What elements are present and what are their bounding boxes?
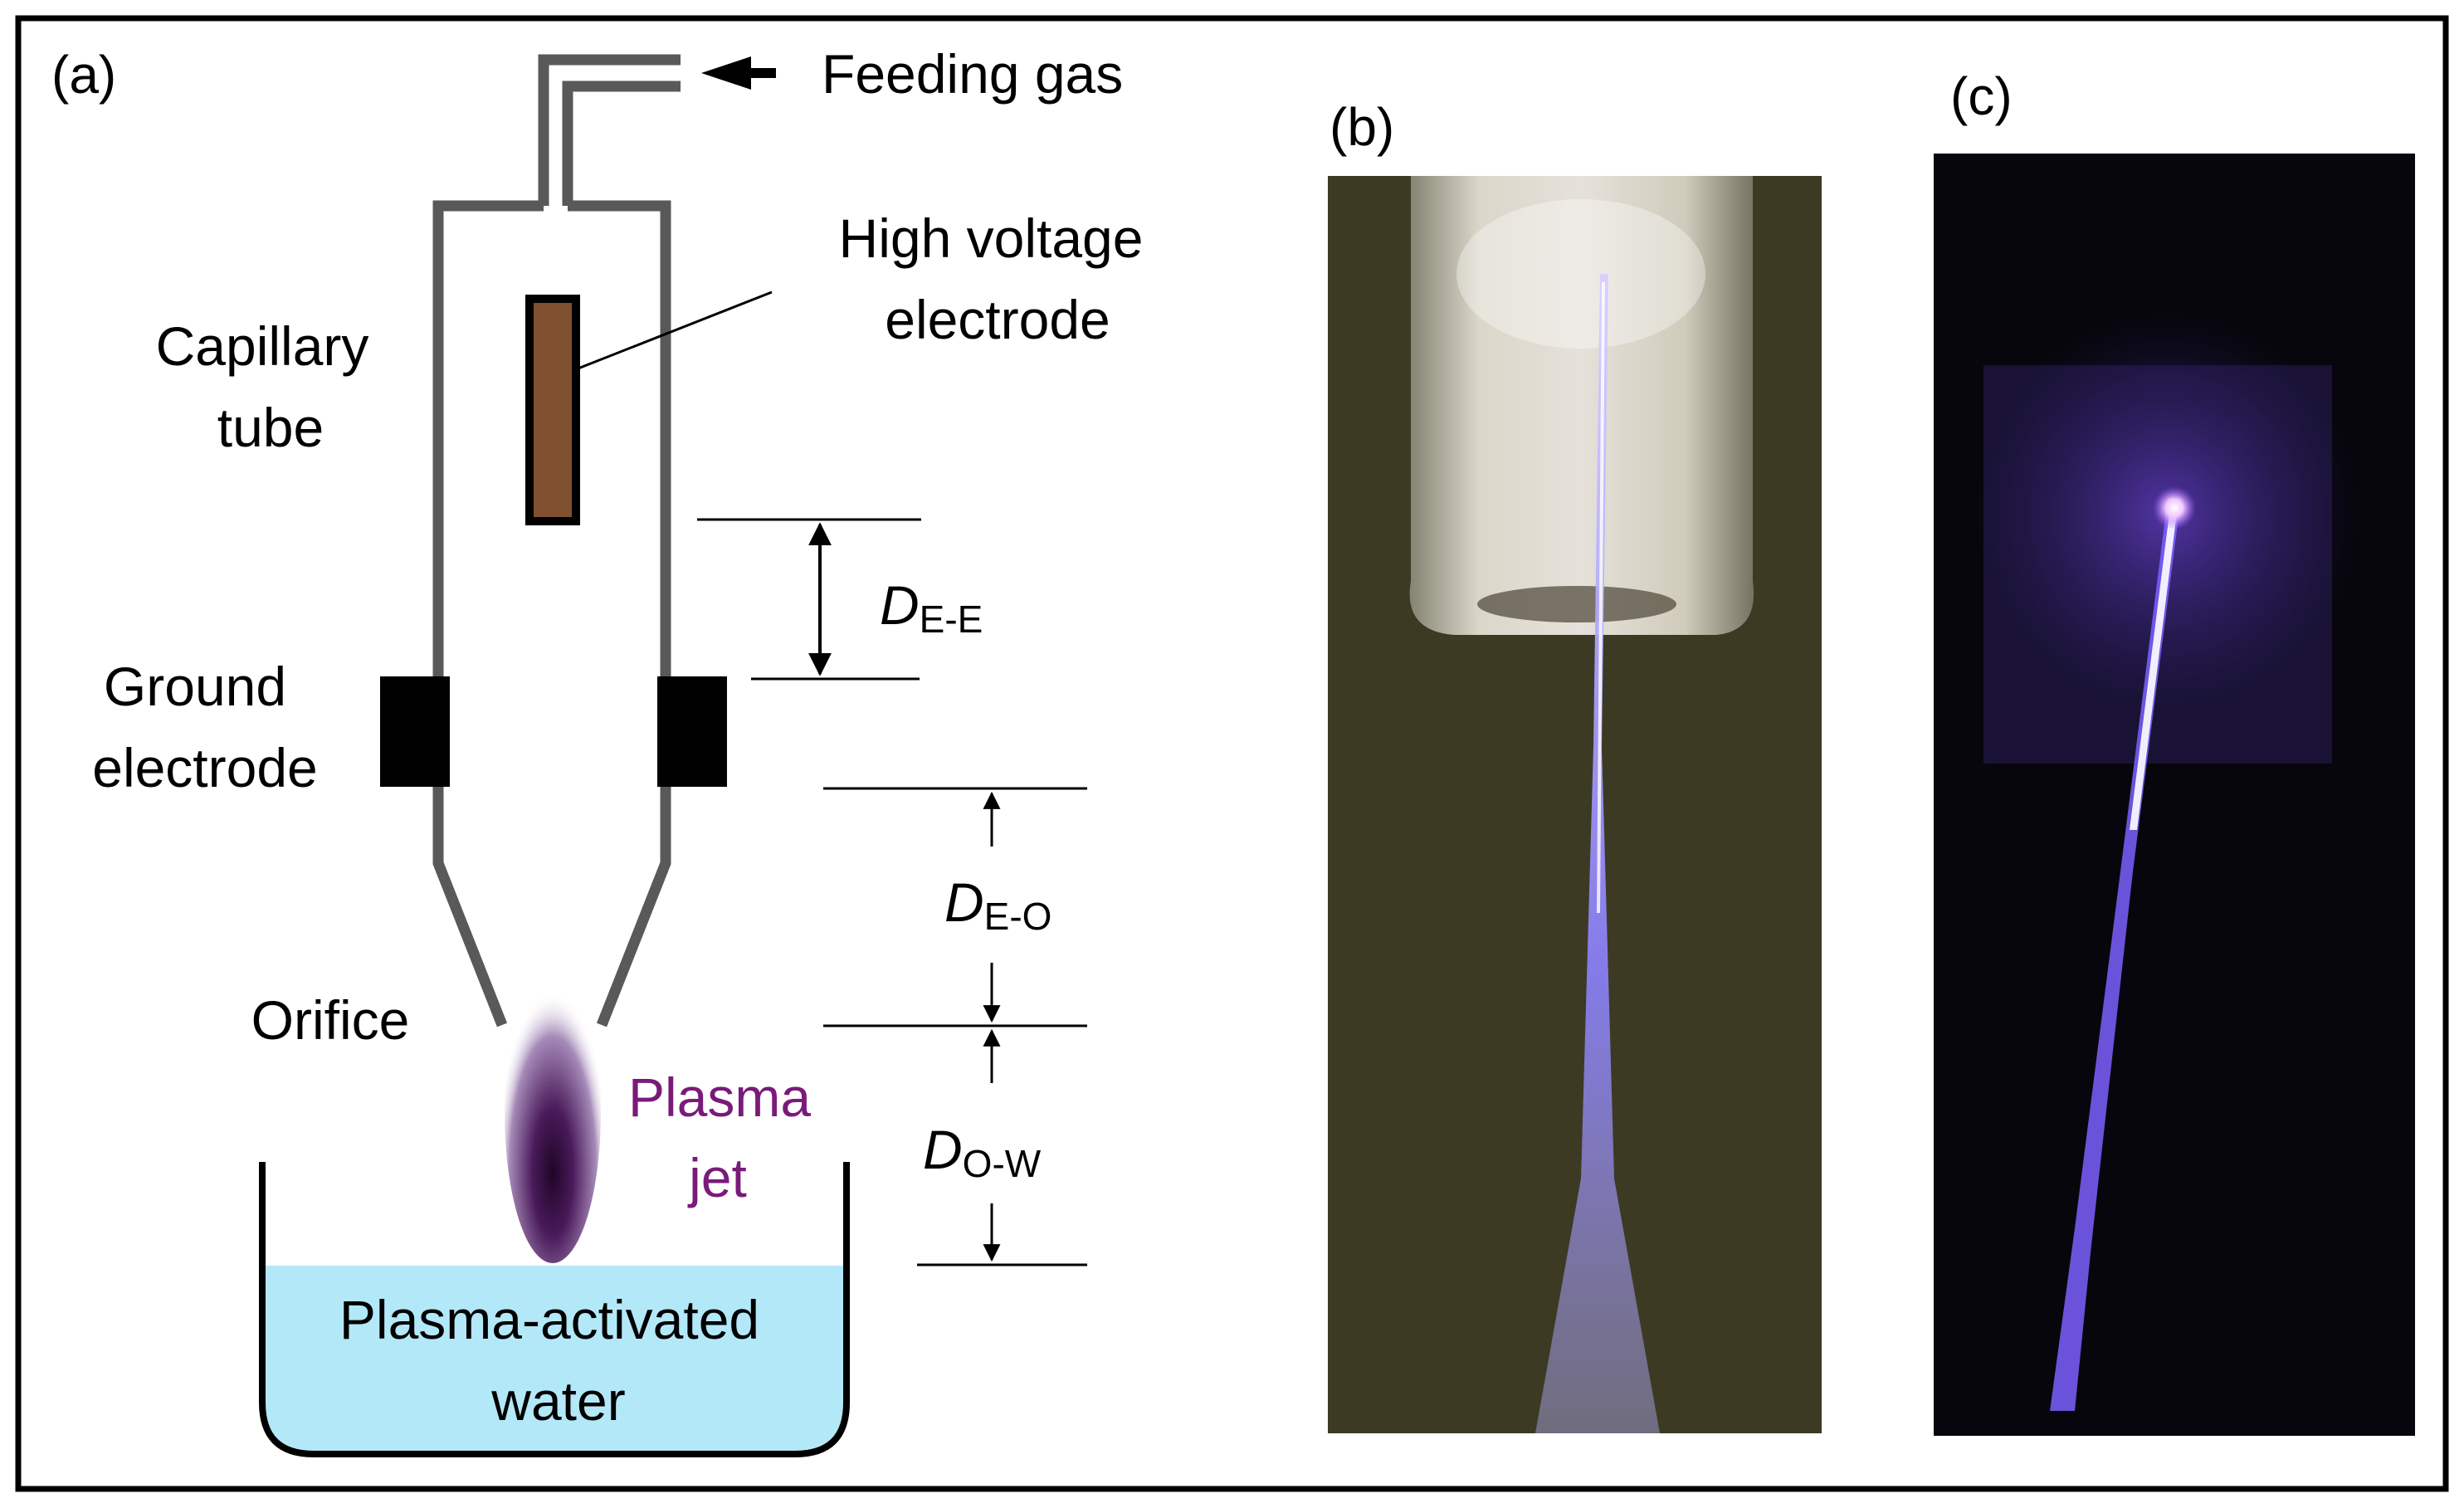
panel-label-a: (a)	[51, 45, 116, 105]
water-fill	[262, 1266, 847, 1454]
feeding-gas-label: Feeding gas	[822, 43, 1123, 105]
capillary-label-2: tube	[217, 397, 324, 458]
feeding-gas-arrow	[701, 56, 776, 90]
dimension-d-ow	[917, 1028, 1087, 1266]
hv-leader-line	[575, 290, 773, 371]
water-label-1: Plasma-activated	[339, 1289, 759, 1350]
photo-c	[1934, 154, 2415, 1436]
d-ee-label: DE-E	[880, 574, 983, 641]
dimension-d-ee	[697, 518, 921, 681]
ground-label-1: Ground	[104, 656, 286, 717]
ground-electrode-left	[380, 676, 450, 787]
water-label-2: water	[490, 1370, 625, 1432]
gas-feed-pipe	[538, 54, 681, 206]
plasma-label-1: Plasma	[628, 1066, 811, 1128]
ground-label-2: electrode	[92, 737, 318, 798]
high-voltage-electrode	[525, 295, 580, 525]
orifice-label: Orifice	[251, 989, 410, 1051]
water-container	[259, 1162, 850, 1457]
ground-electrode-right	[657, 676, 727, 787]
hv-electrode-label-1: High voltage	[839, 207, 1144, 269]
plasma-jet	[505, 961, 601, 1263]
panel-label-b: (b)	[1330, 97, 1394, 157]
hv-electrode-label-2: electrode	[885, 289, 1110, 350]
capillary-label-1: Capillary	[156, 315, 369, 377]
photo-b	[1328, 176, 1822, 1433]
panel-label-c: (c)	[1950, 66, 2013, 126]
d-ow-label: DO-W	[923, 1119, 1042, 1185]
d-eo-label: DE-O	[944, 871, 1051, 938]
capillary-tube	[432, 200, 671, 1027]
plasma-label-2: jet	[687, 1147, 747, 1208]
dimension-d-eo	[823, 787, 1087, 1027]
